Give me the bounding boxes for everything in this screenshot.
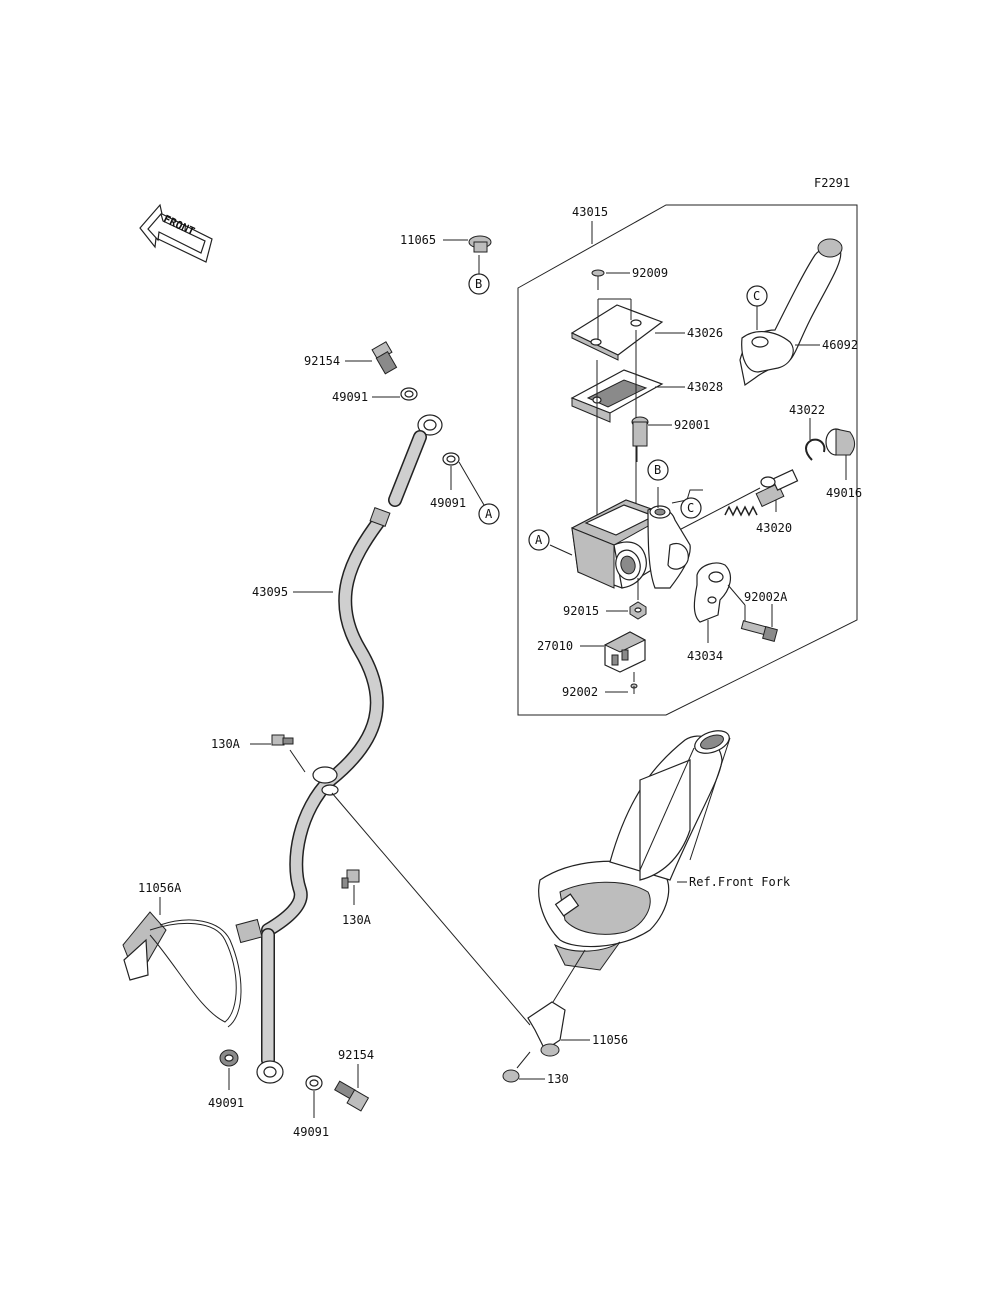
bracket-11056 [527,949,590,1057]
label-92009: 92009 [632,266,668,280]
callout-a-body: A [535,533,543,547]
brake-hose-43095 [256,414,443,1084]
callout-a-hose: A [485,507,493,521]
master-cylinder-body: B [570,459,691,589]
label-11056: 11056 [592,1033,628,1047]
label-130a-top: 130A [211,737,241,751]
label-49091-bc: 49091 [293,1125,329,1139]
assembly-boundary [517,204,858,716]
label-11065: 11065 [400,233,436,247]
label-43095: 43095 [252,585,288,599]
bracket-11056a [122,897,263,1028]
label-43026: 43026 [687,326,723,340]
piston-kit-43020 [724,469,799,517]
label-49091-bl: 49091 [208,1096,244,1110]
dust-boot-49016 [825,428,855,480]
cap-11065: B [443,235,492,295]
label-92154-top: 92154 [304,354,340,368]
label-27010: 27010 [537,639,573,653]
nut-92015 [606,578,647,620]
callout-c-body: C [687,501,694,515]
label-46092: 46092 [822,338,858,352]
banjo-bolt-92154-bottom [334,1064,370,1112]
label-43015: 43015 [572,205,608,219]
label-11056a: 11056A [138,881,182,895]
label-130: 130 [547,1072,569,1086]
brake-lever-46092: C [739,238,843,387]
label-43022: 43022 [789,403,825,417]
label-92002: 92002 [562,685,598,699]
brake-switch-27010 [580,631,647,673]
pivot-bolt-92001 [631,416,672,462]
screw-92002 [605,672,638,694]
bolt-130a-mid [341,869,360,905]
label-49016: 49016 [826,486,862,500]
label-43028: 43028 [687,380,723,394]
label-43034: 43034 [687,649,723,663]
label-43020: 43020 [756,521,792,535]
screw-92009 [591,269,630,290]
bolt-130 [502,1051,545,1083]
label-92002a: 92002A [744,590,788,604]
bolt-130a-top [250,734,306,773]
label-49091-mid: 49091 [430,496,466,510]
bolt-92002a [727,584,778,642]
label-49091-top: 49091 [332,390,368,404]
reservoir-cover-43026 [570,298,685,361]
figure-code: F2291 [814,176,850,190]
clamp-43034 [693,562,732,643]
banjo-bolt-92154-top [345,341,398,375]
circlip-43022 [805,418,826,461]
label-92154-bottom: 92154 [338,1048,374,1062]
front-fork-reference [538,730,731,971]
front-arrow-icon: FRONT [139,203,213,263]
label-92001: 92001 [674,418,710,432]
label-92015: 92015 [563,604,599,618]
callout-b-body: B [654,463,661,477]
diaphragm-43028 [570,369,685,423]
callout-b-top: B [475,277,482,291]
ref-front-fork-label: Ref.Front Fork [689,875,791,889]
label-130a-mid: 130A [342,913,372,927]
callout-c-lever: C [753,289,760,303]
